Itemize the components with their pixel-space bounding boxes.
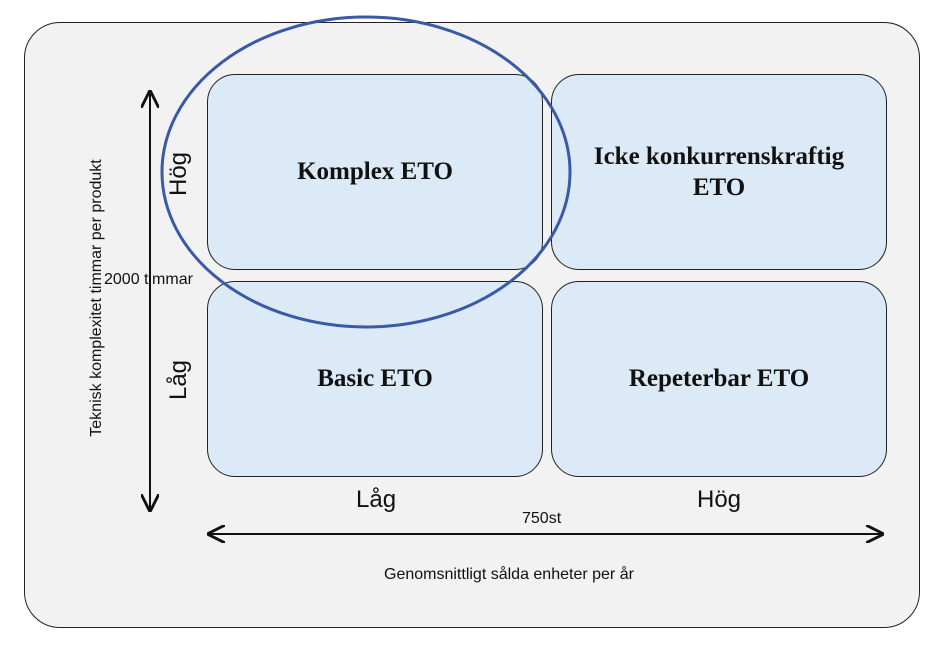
quadrant-basic-eto: Basic ETO: [207, 281, 543, 477]
y-axis-threshold-label: 2000 timmar: [104, 271, 193, 288]
quadrant-komplex-eto: Komplex ETO: [207, 74, 543, 270]
quadrant-label: Icke konkurrenskraftig ETO: [593, 142, 845, 201]
highlight-ellipse: [160, 15, 572, 329]
quadrant-icke-konkurrenskraftig-eto: Icke konkurrenskraftig ETO: [551, 74, 887, 270]
quadrant-label: Basic ETO: [317, 365, 433, 393]
x-axis-threshold-label: 750st: [522, 510, 562, 527]
y-axis-title: Teknisk komplexitet timmar per produkt: [88, 159, 105, 437]
quadrant-label: Repeterbar ETO: [628, 365, 810, 393]
quadrant-label: Komplex ETO: [297, 158, 453, 186]
quadrant-repeterbar-eto: Repeterbar ETO: [551, 281, 887, 477]
x-axis-high-label: Hög: [697, 486, 742, 513]
y-axis-low-label: Låg: [165, 359, 192, 401]
x-axis-title: Genomsnittligt sålda enheter per år: [384, 566, 634, 583]
y-axis-high-label: Hög: [165, 151, 192, 197]
x-axis-low-label: Låg: [356, 486, 397, 513]
